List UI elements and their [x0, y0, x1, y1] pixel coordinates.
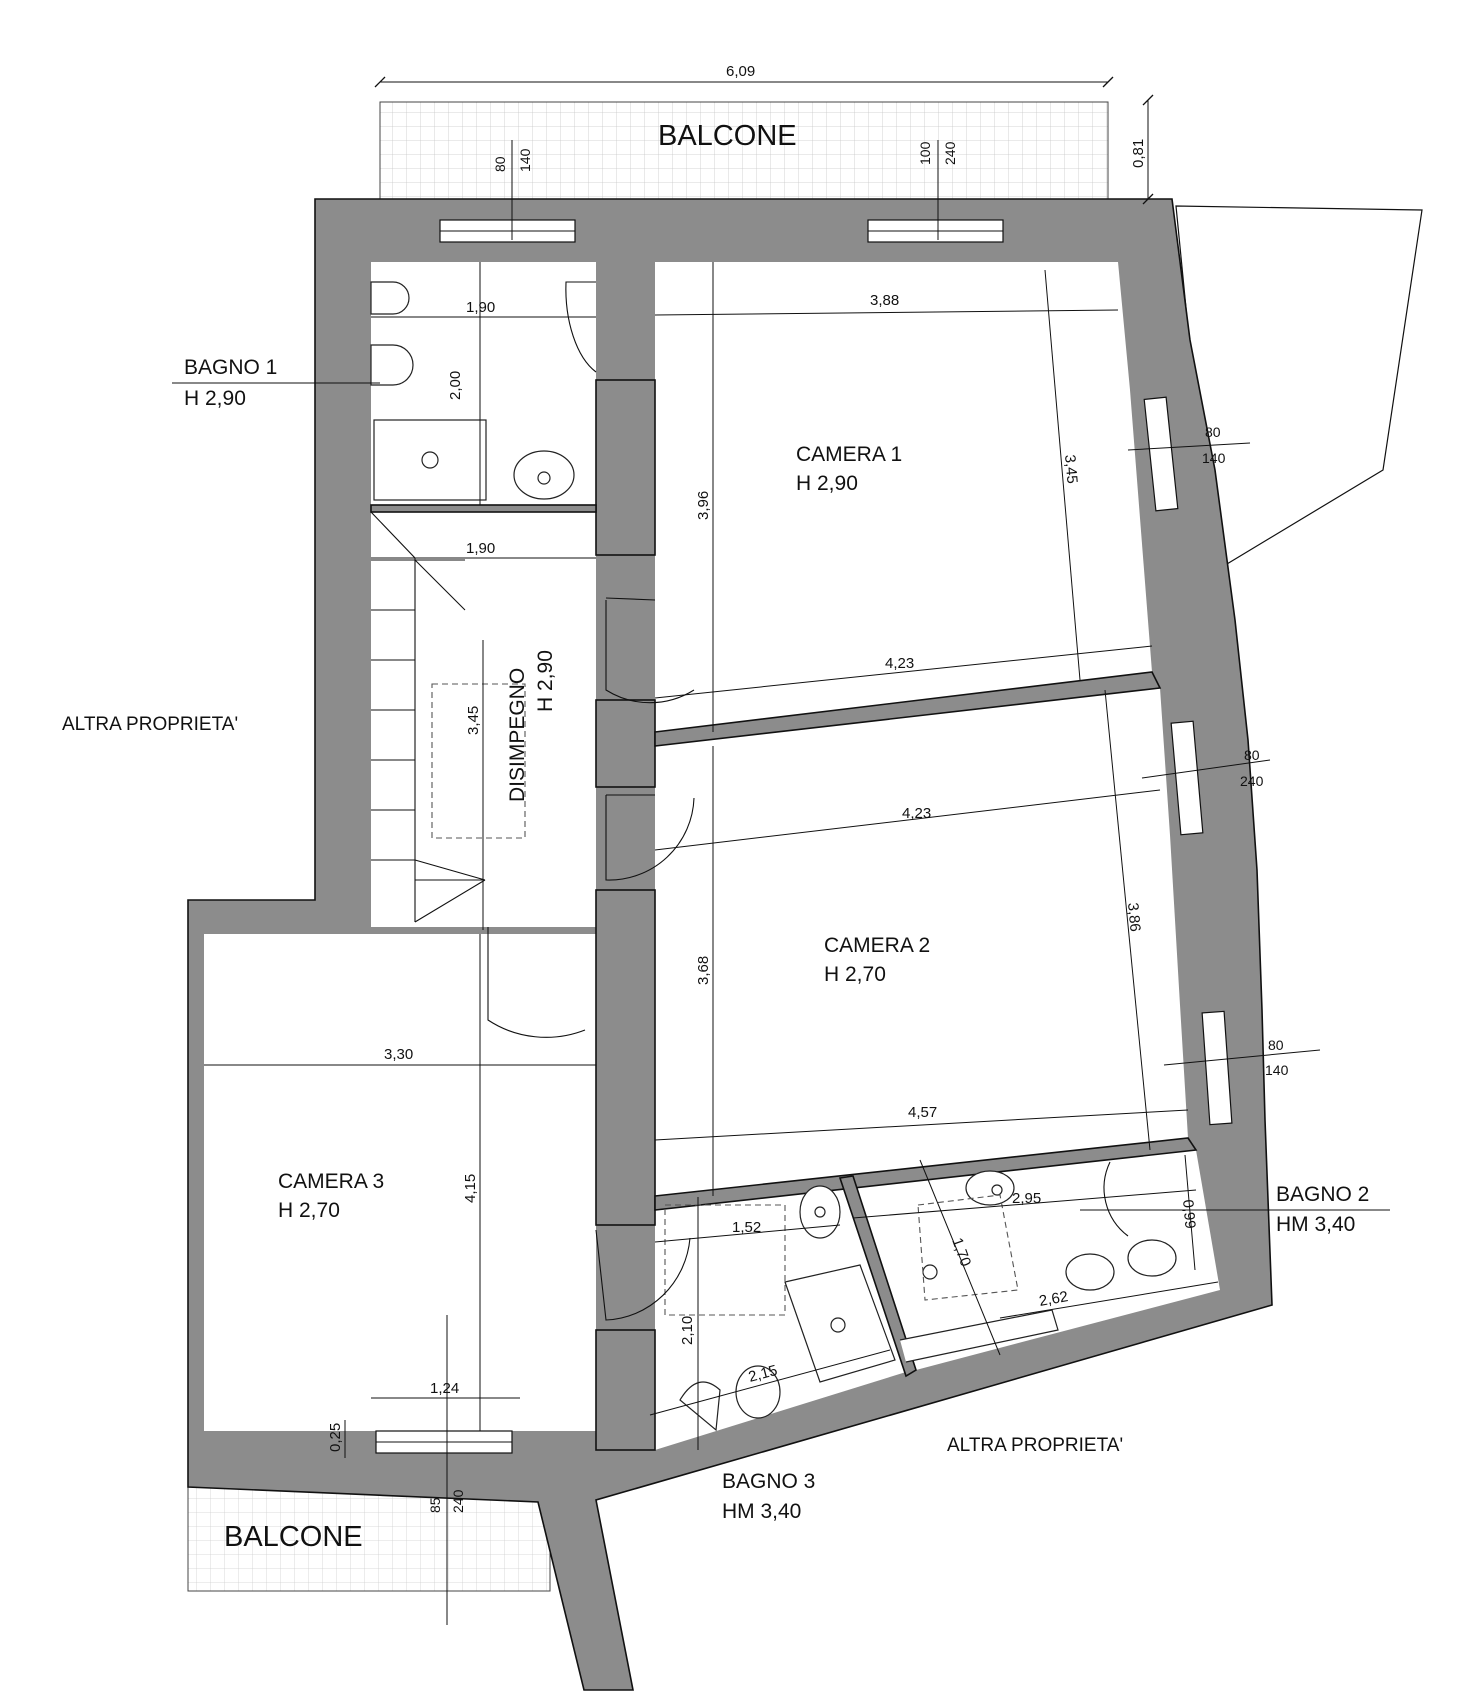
- dim-camera2-left: 3,68: [695, 956, 712, 985]
- win1-a: 80: [492, 156, 508, 172]
- window-right-3: [1201, 1010, 1233, 1126]
- dim-camera2-top: 4,23: [902, 805, 931, 822]
- win3-a: 80: [1205, 424, 1221, 440]
- dim-bagno2-top: 2,95: [1012, 1190, 1041, 1207]
- bagno2-fixtures: [899, 1170, 1177, 1363]
- balcone-bottom-label: BALCONE: [224, 1521, 363, 1553]
- dim-camera3-w: 3,30: [384, 1046, 413, 1063]
- dim-sill: 0,25: [327, 1423, 344, 1452]
- camera2-height: H 2,70: [824, 963, 886, 986]
- dim-bagno1-h: 2,00: [447, 371, 464, 400]
- dim-camera1-right: 3,45: [1061, 454, 1080, 485]
- disimpegno-name: DISIMPEGNO: [506, 668, 529, 802]
- win3-b: 140: [1202, 450, 1226, 466]
- dim-disimpegno-w: 1,90: [466, 540, 495, 557]
- camera1-height: H 2,90: [796, 472, 858, 495]
- win5-a: 80: [1268, 1037, 1284, 1053]
- dim-bagno2-side: 0,99: [1179, 1199, 1198, 1230]
- dim-camera2-bottom: 4,57: [908, 1104, 937, 1121]
- altra-proprieta-bottom: ALTRA PROPRIETA': [947, 1435, 1123, 1456]
- bagno1-height: H 2,90: [184, 387, 246, 410]
- dim-disimpegno-h: 3,45: [465, 706, 482, 735]
- camera3-floor: [204, 934, 596, 1431]
- dim-balcone-width: 6,09: [726, 63, 755, 80]
- dim-bagno3-w: 1,52: [732, 1219, 761, 1236]
- bagno3-height: HM 3,40: [722, 1500, 801, 1523]
- disimpegno-height: H 2,90: [534, 650, 557, 712]
- win6-a: 85: [427, 1497, 443, 1513]
- bagno3-name: BAGNO 3: [722, 1470, 815, 1493]
- camera3-name: CAMERA 3: [278, 1170, 384, 1193]
- dim-bagno3-h: 2,10: [679, 1316, 696, 1345]
- balcone-top-area: [379, 101, 1109, 201]
- dim-bagno2-bottom: 2,62: [1038, 1288, 1070, 1310]
- dim-bagno3-diag: 2,15: [747, 1362, 780, 1386]
- inner-wall-c: [595, 889, 656, 1226]
- win2-a: 100: [917, 141, 933, 165]
- bagno2-height: HM 3,40: [1276, 1213, 1355, 1236]
- window-right-2: [1170, 720, 1204, 836]
- win1-b: 140: [517, 148, 533, 172]
- dim-balcony-door: 1,24: [430, 1380, 459, 1397]
- bagno1-fixtures: [370, 281, 575, 501]
- bagno3-fixtures: [664, 1185, 896, 1432]
- inner-wall-a: [595, 379, 656, 556]
- inner-wall-g: [838, 1175, 917, 1378]
- balcone-bottom-area: [187, 1486, 551, 1592]
- win2-b: 240: [942, 141, 958, 165]
- altra-proprieta-left: ALTRA PROPRIETA': [62, 714, 238, 735]
- dim-bagno1-w: 1,90: [466, 299, 495, 316]
- bagno2-name: BAGNO 2: [1276, 1183, 1369, 1206]
- inner-wall-d: [595, 1329, 656, 1451]
- camera2-floor: [655, 688, 1188, 1196]
- dim-balcone-depth: 0,81: [1130, 139, 1147, 168]
- camera1-floor: [655, 262, 1152, 732]
- dimension-lines: [172, 76, 1390, 1625]
- win4-b: 240: [1240, 773, 1264, 789]
- dim-camera2-right: 3,86: [1124, 902, 1143, 933]
- bagno2-floor: [853, 1150, 1220, 1370]
- inner-wall-h: [370, 504, 597, 513]
- camera3-height: H 2,70: [278, 1199, 340, 1222]
- dim-camera3-h: 4,15: [462, 1174, 479, 1203]
- window-right-1: [1143, 396, 1179, 512]
- camera2-name: CAMERA 2: [824, 934, 930, 957]
- inner-wall-e: [654, 671, 1162, 747]
- dim-camera1-left: 3,96: [695, 491, 712, 520]
- dim-camera1-top: 3,88: [870, 292, 899, 309]
- win4-a: 80: [1244, 747, 1260, 763]
- inner-wall-b: [595, 699, 656, 788]
- balcone-top-label: BALCONE: [658, 120, 797, 152]
- bagno1-name: BAGNO 1: [184, 356, 277, 379]
- dim-camera1-bottom: 4,23: [885, 655, 914, 672]
- camera1-name: CAMERA 1: [796, 443, 902, 466]
- win6-b: 240: [450, 1489, 466, 1513]
- bagno3-floor: [655, 1178, 906, 1450]
- win5-b: 140: [1265, 1062, 1289, 1078]
- doors: [487, 281, 1129, 1321]
